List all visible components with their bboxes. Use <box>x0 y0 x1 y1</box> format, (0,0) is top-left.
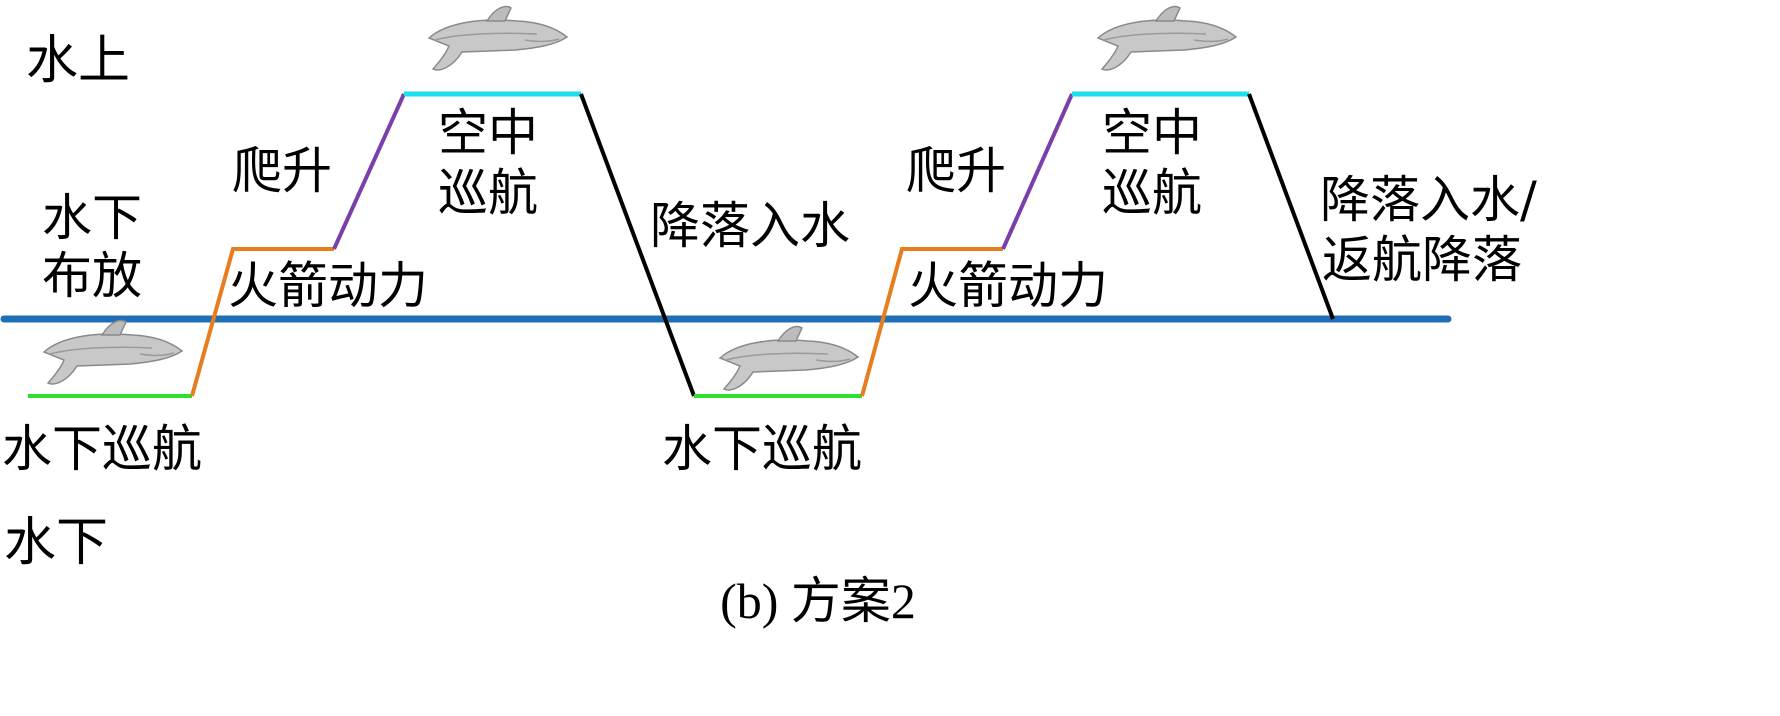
air-cruise-label-1-line1: 空中 <box>438 104 538 162</box>
climb-segment-1 <box>332 93 406 250</box>
underwater-deploy-label-line1: 水下 <box>42 189 142 247</box>
above-water-label: 水上 <box>26 31 130 91</box>
rocket-power-segment-2 <box>860 247 1003 397</box>
climb-label-1: 爬升 <box>232 142 332 200</box>
climb-segment-2 <box>1001 93 1074 250</box>
descend-enter-water-label: 降落入水 <box>650 197 850 255</box>
descend-segment-1 <box>579 93 696 397</box>
underwater-cruise-label-1: 水下巡航 <box>2 420 202 478</box>
underwater-cruise-label-2: 水下巡航 <box>662 420 862 478</box>
vehicle-icon-underwater <box>43 319 183 385</box>
below-water-label: 水下 <box>4 513 108 573</box>
rocket-power-label-1: 火箭动力 <box>228 257 428 315</box>
descend-final-label-line2: 返航降落 <box>1322 231 1522 289</box>
underwater-deploy-label-line2: 布放 <box>42 247 142 305</box>
air-cruise-label-1-line2: 巡航 <box>438 164 538 222</box>
rocket-power-label-2: 火箭动力 <box>908 257 1108 315</box>
descend-segment-2 <box>1247 93 1335 320</box>
air-cruise-label-2-line1: 空中 <box>1102 104 1202 162</box>
climb-label-2: 爬升 <box>906 142 1006 200</box>
descend-final-label-line1: 降落入水/ <box>1320 171 1537 229</box>
vehicle-icon-air <box>428 5 568 71</box>
vehicle-icon-air <box>1097 5 1237 71</box>
rocket-power-segment-1 <box>190 247 334 397</box>
vehicle-icon-underwater <box>719 325 859 391</box>
figure-caption: (b) 方案2 <box>720 573 916 629</box>
air-cruise-label-2-line2: 巡航 <box>1102 164 1202 222</box>
